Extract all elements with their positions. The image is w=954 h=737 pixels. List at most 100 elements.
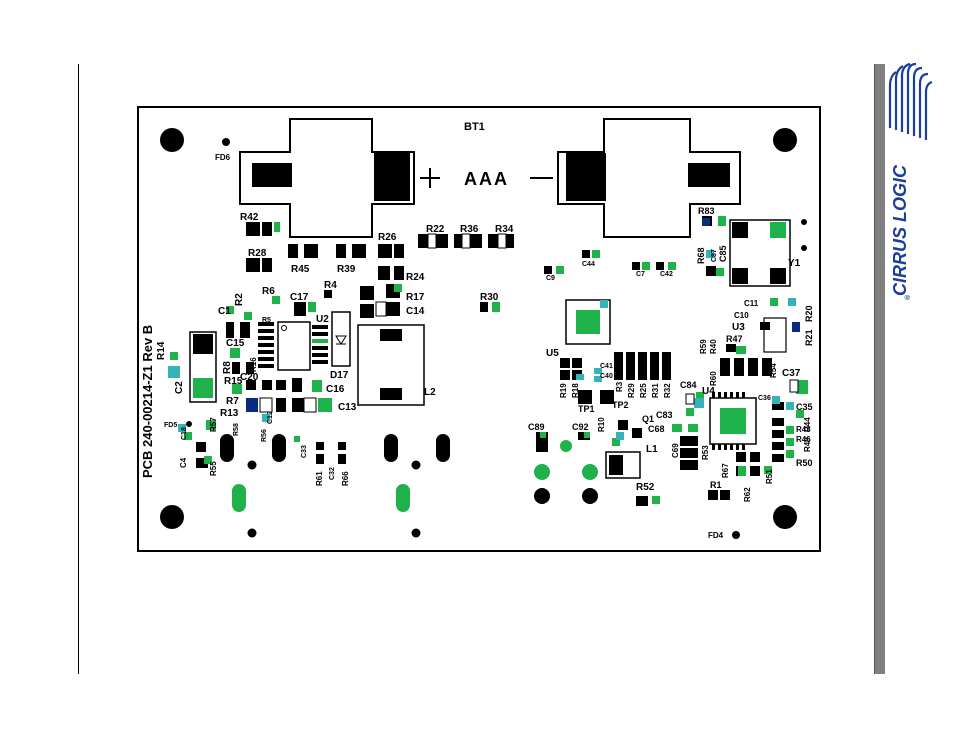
- refdes-label: R44: [803, 417, 812, 432]
- pad: [193, 334, 213, 354]
- refdes-label: R2: [234, 293, 245, 306]
- small-outline: [259, 397, 273, 413]
- refdes-label: C10: [734, 311, 749, 320]
- refdes-label: R19: [559, 383, 568, 398]
- battery-holder-right: [557, 118, 741, 238]
- refdes-label: R13: [220, 408, 239, 419]
- refdes-label: U5: [546, 348, 559, 359]
- pad: [380, 388, 402, 400]
- refdes-label-small: C42: [660, 271, 673, 278]
- refdes-label: R16: [249, 357, 258, 372]
- refdes-label: C68: [648, 424, 665, 434]
- small-outline: [427, 233, 437, 249]
- refdes-label: U4: [702, 386, 715, 397]
- refdes-label: R66: [341, 471, 350, 486]
- refdes-label: R7: [226, 396, 239, 407]
- refdes-label: R42: [240, 212, 259, 223]
- refdes-label-small: C4: [179, 457, 188, 468]
- refdes-label: R21: [804, 329, 814, 346]
- diode-d17: [331, 311, 351, 367]
- refdes-label: R3: [615, 381, 624, 392]
- refdes-label: R32: [663, 383, 672, 398]
- refdes-label-small: C40: [600, 373, 613, 380]
- refdes-label: C1: [218, 306, 231, 317]
- pin1-marker: [281, 325, 287, 331]
- pad: [380, 329, 402, 341]
- small-outline: [789, 379, 799, 393]
- refdes-label: R36: [460, 224, 479, 235]
- refdes-label: C11: [744, 299, 759, 308]
- refdes-label: R25: [639, 383, 648, 398]
- refdes-label: R59: [699, 339, 708, 354]
- refdes-label: C15: [226, 338, 245, 349]
- refdes-label: R31: [651, 383, 660, 398]
- fiducial-label: FD4: [708, 531, 724, 540]
- refdes-label-small: C7: [636, 271, 645, 278]
- refdes-label: R24: [406, 272, 425, 283]
- refdes-label: R62: [743, 487, 752, 502]
- small-outline: [497, 233, 507, 249]
- refdes-label: R61: [315, 471, 324, 486]
- refdes-label: R18: [571, 383, 580, 398]
- fiducial-fd5: [186, 421, 192, 427]
- fiducial-label: FD5: [164, 422, 177, 429]
- pcb-part-number: PCB 240-00214-Z1 Rev B: [140, 325, 155, 478]
- fiducial-fd6: [222, 138, 230, 146]
- refdes-label: L2: [424, 387, 436, 398]
- refdes-label: U2: [316, 314, 329, 325]
- refdes-label: R17: [406, 292, 425, 303]
- small-outline: [685, 393, 695, 405]
- refdes-label-small: C33: [301, 445, 308, 458]
- refdes-label: R53: [701, 445, 710, 460]
- refdes-label-small: C36: [758, 395, 771, 402]
- refdes-label: R34: [495, 224, 514, 235]
- vias: [247, 219, 807, 538]
- refdes-label: R10: [597, 417, 606, 432]
- refdes-label: R29: [627, 383, 636, 398]
- ic-u4: [709, 397, 757, 445]
- refdes-label: C16: [326, 384, 345, 395]
- refdes-label: R15: [224, 376, 243, 387]
- refdes-label: R60: [709, 371, 718, 386]
- refdes-label: R5: [262, 317, 271, 324]
- small-outline: [375, 301, 387, 317]
- refdes-label: TP2: [612, 400, 629, 410]
- refdes-label: R8: [222, 361, 233, 374]
- refdes-label: C83: [656, 410, 673, 420]
- ic-u2: [277, 321, 311, 371]
- refdes-label-small: C18: [181, 427, 188, 440]
- refdes-label: R40: [709, 339, 718, 354]
- refdes-label: R22: [426, 224, 445, 235]
- refdes-label: C37: [782, 368, 801, 379]
- refdes-label: D17: [330, 370, 349, 381]
- refdes-label: L1: [646, 444, 658, 455]
- refdes-label: R45: [291, 264, 310, 275]
- mounting-hole: [160, 505, 184, 529]
- refdes-label: R57: [209, 417, 218, 432]
- registered-mark: ®: [904, 294, 912, 300]
- refdes-label: C17: [290, 292, 309, 303]
- refdes-label: C2: [174, 381, 185, 394]
- ic-pins: [258, 322, 745, 450]
- refdes-label: C92: [572, 422, 589, 432]
- fiducial-label: FD6: [215, 153, 231, 162]
- refdes-label: R46: [796, 435, 811, 444]
- refdes-label: C35: [796, 402, 813, 412]
- refdes-label-small: C41: [600, 363, 613, 370]
- refdes-label: R43: [796, 425, 811, 434]
- refdes-label: R28: [248, 248, 267, 259]
- refdes-label: C69: [671, 443, 680, 458]
- refdes-label-small: C87: [711, 249, 718, 262]
- refdes-label: Q1: [642, 414, 654, 424]
- refdes-label: U3: [732, 322, 745, 333]
- pad: [193, 378, 213, 398]
- refdes-labels: R42 R28 R45 R39 R26 R24 R22 R36 R34 R4 R…: [156, 206, 814, 502]
- refdes-label: C13: [338, 402, 357, 413]
- refdes-label: Y1: [788, 258, 801, 269]
- diode-symbol: [335, 335, 347, 345]
- mounting-hole: [773, 128, 797, 152]
- refdes-label: R51: [765, 469, 774, 484]
- mounting-hole: [160, 128, 184, 152]
- refdes-label: C89: [528, 422, 545, 432]
